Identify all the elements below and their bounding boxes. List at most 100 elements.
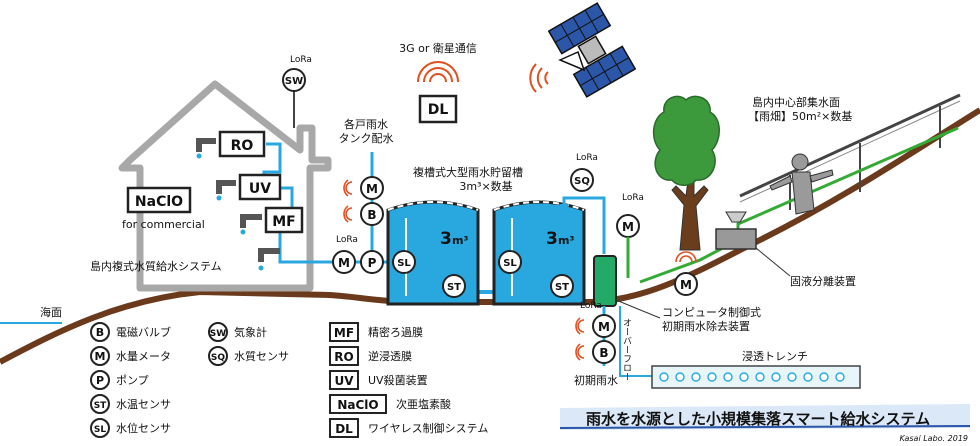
temp-sensor-1-label: ST [447,282,461,293]
tank-2-unit: m³ [558,234,574,247]
legend-col1-text-4: 水位センサ [116,421,171,435]
separator-funnel [725,211,747,223]
title-underline [559,425,971,429]
wireless-icon-satellite [529,63,549,93]
uv-label: UV [249,181,271,197]
title-banner [560,404,970,430]
overflow-label: オーバーフロー [621,318,632,381]
mf-unit: MF [264,206,304,234]
temp-sensor-2-label: ST [555,282,569,293]
separator-leader [755,247,791,277]
trench-holes [659,372,845,382]
legend-col1-item-1: M [90,346,110,366]
pump-house: P [360,250,384,274]
for-commercial-label: for commercial [122,218,205,231]
lora-tag-inflow: LoRa [622,193,644,203]
quality-sensor: SQ [570,168,594,192]
tank-1-unit: m³ [452,234,468,247]
wireless-icon-first-rain [575,317,585,361]
legend-col3-item-4-symbol: DL [335,422,353,436]
legend-col1-item-0: B [90,322,110,342]
first-flush-label-2: 初期雨水除去装置 [662,319,750,333]
meter-first-rain: M [592,314,616,338]
temp-sensor-tank-1: ST [442,274,466,298]
level-sensor-tank-1: SL [392,250,416,274]
legend-col2-item-0: SW [208,322,228,342]
legend: B 電磁バルブ M 水量メータ P ポンプ ST 水温センサ SL 水位センサ SW 気象計 SQ 水質セ… [90,322,488,438]
dl-label: DL [428,102,449,118]
legend-col3-item-4: DL [329,418,359,438]
tank-dist-label-1: 各戸雨水 [344,117,388,131]
wireless-icon-dl [417,61,459,83]
legend-col3-item-3-symbol: NaClO [337,398,378,412]
meter-hill: M [674,272,698,296]
inflow-arrow [559,204,569,214]
pump-house-label: P [368,256,377,270]
legend-col1-text-3: 水温センサ [116,398,171,411]
solid-liquid-label: 固液分離装置 [790,274,856,288]
lora-tag-house: LoRa [336,235,358,245]
meter-dist-label: M [366,182,378,196]
sea-label: 海面 [40,305,62,319]
solid-liquid-separator [715,228,757,250]
legend-col1-item-3: ST [90,394,110,414]
meter-hill-label: M [680,278,692,292]
tank-1-volume: 3 [440,229,452,249]
legend-col3-text-3: 次亜塩素酸 [396,397,451,411]
storage-label-1: 複槽式大型雨水貯留槽 [413,165,523,179]
comm-label: 3G or 衛星通信 [399,42,477,55]
weather-sensor-label: SW [285,76,303,87]
valve-first-rain: B [592,340,616,364]
level-sensor-1-label: SL [397,258,411,269]
tank-dist-label-2: タンク配水 [339,132,394,145]
legend-col2-item-0-symbol: SW [210,329,226,339]
legend-col3-text-2: UV殺菌装置 [368,373,428,387]
legend-col1-item-4-symbol: SL [94,425,106,435]
quality-sensor-label: SQ [574,176,590,187]
legend-col1-item-1-symbol: M [95,350,106,363]
legend-col1-text-0: 電磁バルブ [116,325,171,339]
faucet-1 [196,138,216,159]
faucet-3 [240,214,262,235]
ro-label: RO [231,138,254,154]
wireless-icon-hill [675,251,697,263]
legend-col2-text-1: 水質センサ [234,349,289,363]
legend-col3-text-1: 逆浸透膜 [368,349,412,363]
legend-col3-text-0: 精密ろ過膜 [368,325,423,339]
level-sensor-2-label: SL [503,258,517,269]
naclo-label: NaClO [135,194,183,210]
first-flush-label-1: コンピュータ制御式 [662,305,761,319]
valve-dist: B [360,202,384,226]
legend-col1-item-2-symbol: P [96,374,104,387]
satellite [547,2,637,98]
storage-label-2: 3m³×数基 [459,180,512,193]
first-flush-device [593,255,617,307]
first-rain-label: 初期雨水 [574,373,618,387]
legend-col3-item-3: NaClO [329,394,387,414]
lora-tag-first-rain: LoRa [580,301,602,311]
legend-col3-item-2-symbol: UV [334,374,354,388]
legend-col1-text-1: 水量メータ [116,350,171,363]
legend-col3-item-2: UV [329,370,359,390]
legend-col3-item-0-symbol: MF [334,326,354,340]
first-flush-leader [615,299,661,319]
legend-col2-item-1-symbol: SQ [211,353,225,363]
legend-col1-text-2: ポンプ [116,374,149,387]
legend-col2-text-0: 気象計 [234,325,267,339]
legend-col3-item-0: MF [329,322,359,342]
tree [652,95,720,251]
person-figure [769,153,834,215]
house-system-label: 島内複式水質給水システム [90,259,222,273]
temp-sensor-tank-2: ST [550,274,574,298]
legend-col1-item-4: SL [90,418,110,438]
legend-col1-item-0-symbol: B [96,326,104,339]
naclo-unit: NaClO [126,186,192,214]
faucet-4 [258,248,280,271]
legend-col1-item-2: P [90,370,110,390]
mf-label: MF [272,214,296,230]
wireless-icon-dist [343,179,353,223]
overflow-pipe [619,306,652,377]
legend-col1-item-3-symbol: ST [94,401,107,411]
